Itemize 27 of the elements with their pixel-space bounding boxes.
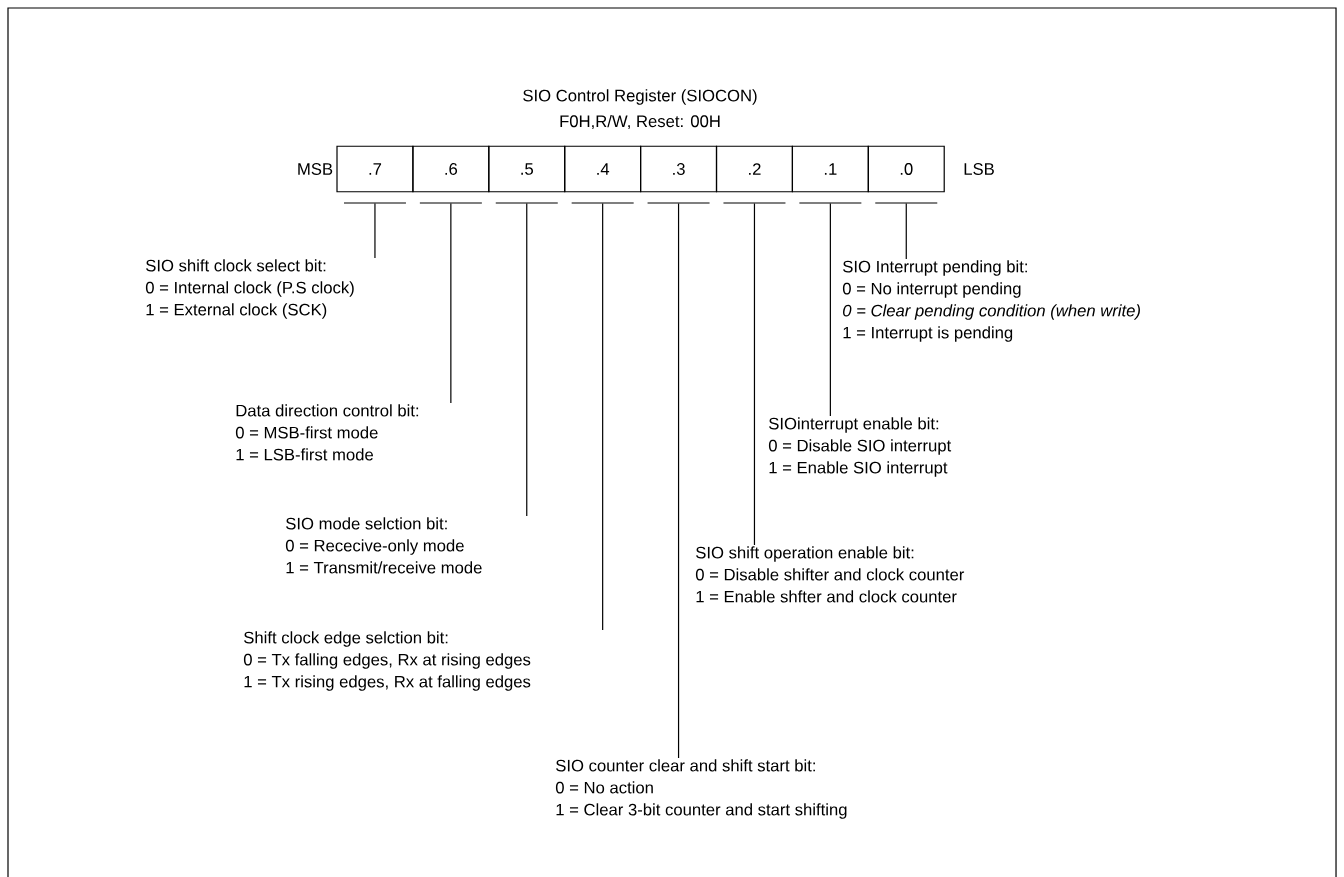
bit-cell: .4	[564, 145, 642, 193]
bit-cell: .7	[336, 145, 414, 193]
bit-description: SIO shift operation enable bit: 0 = Disable shifter and clock counter 1 = Enable shfter and clock counter	[695, 546, 965, 603]
bit-cell: .0	[867, 145, 945, 193]
bit-cell: .3	[640, 145, 718, 193]
bit-description: SIO mode selction bit: 0 = Rececive-only mode 1 = Transmit/receive mode	[285, 517, 482, 574]
bit-label: LSB	[964, 163, 994, 175]
leader-line	[829, 203, 831, 417]
leader-line	[753, 203, 756, 546]
subtitle: F0H,R/W, Reset: 00H	[560, 114, 720, 130]
bit-cell: .2	[715, 145, 793, 193]
bit-description: SIO counter clear and shift start bit: 0 = No action 1 = Clear 3-bit counter and start shifting	[555, 759, 847, 819]
bit-description: Data direction control bit: 0 = MSB-first mode 1 = LSB-first mode	[235, 404, 419, 461]
leader-line	[374, 203, 376, 259]
leader-line	[450, 203, 452, 404]
leader-line	[526, 203, 528, 517]
title: SIO Control Register (SIOCON)	[523, 89, 757, 105]
bit-cell: .6	[412, 145, 490, 193]
bit-cell: .5	[488, 145, 566, 193]
bit-description: SIO shift clock select bit: 0 = Internal clock (P.S clock) 1 = External clock (SCK)	[145, 259, 354, 319]
leader-line	[602, 203, 604, 631]
bit-description: SIO Interrupt pending bit: 0 = No interrupt pending 0 = Clear pending condition (when write) 1 = Interrupt is pending	[842, 260, 1140, 342]
bit-description: SIOinterrupt enable bit: 0 = Disable SIO interrupt 1 = Enable SIO interrupt	[768, 417, 952, 477]
leader-line	[905, 203, 907, 260]
bit-cell: .1	[791, 145, 869, 193]
bit-description: Shift clock edge selction bit: 0 = Tx falling edges, Rx at rising edges 1 = Tx rising edges, Rx at falling edges	[243, 631, 531, 691]
leader-line	[677, 203, 680, 759]
